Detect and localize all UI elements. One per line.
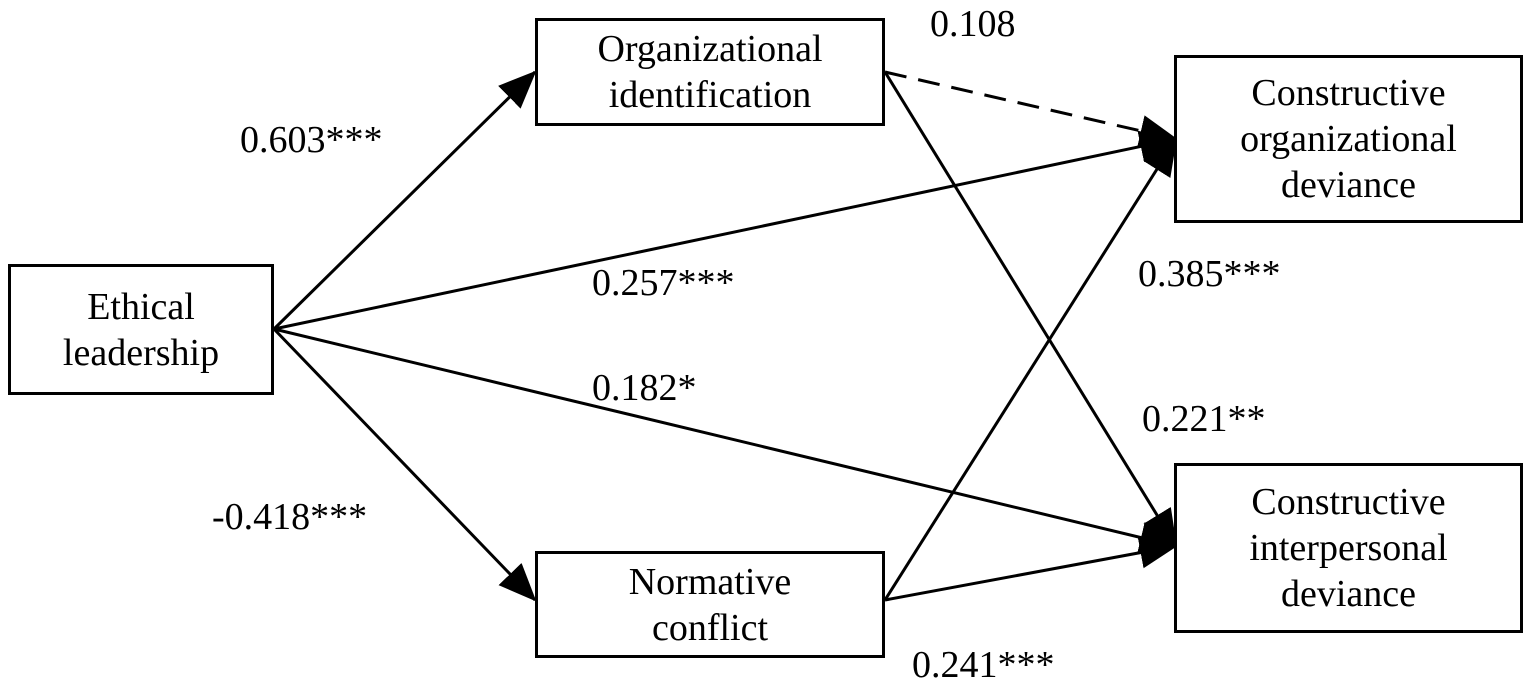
arrow-nc-to-cod [883, 137, 1178, 601]
node-label-line: identification [608, 74, 812, 116]
coef-nc-to-cid: 0.241*** [912, 644, 1055, 686]
arrow-oi-to-cod [884, 70, 1178, 147]
coef-el-to-cod: 0.257*** [592, 262, 735, 304]
coef-oi-to-cid: 0.221** [1142, 398, 1266, 440]
node-label-line: Organizational [597, 28, 823, 70]
coef-nc-to-cod: 0.385*** [1138, 253, 1281, 295]
node-organizational-identification: Organizational identification [535, 18, 885, 126]
node-constructive-organizational-deviance: Constructive organizational deviance [1174, 55, 1523, 223]
node-label-line: interpersonal [1249, 527, 1448, 569]
coef-oi-to-cod: 0.108 [930, 3, 1016, 45]
arrow-el-to-cid [273, 327, 1178, 554]
coef-el-to-oi: 0.603*** [240, 119, 383, 161]
coef-el-to-cid: 0.182* [592, 367, 697, 409]
node-label-line: organizational [1240, 118, 1457, 160]
node-label-line: Normative [628, 560, 792, 603]
arrow-nc-to-cid [884, 536, 1178, 602]
node-label-line: conflict [651, 606, 769, 649]
node-label-line: Constructive [1251, 481, 1446, 523]
node-ethical-leadership: Ethical leadership [8, 264, 274, 395]
arrow-el-to-cod [273, 130, 1178, 331]
arrow-el-to-oi [272, 70, 537, 331]
node-constructive-interpersonal-deviance: Constructive interpersonal deviance [1174, 463, 1523, 633]
node-label-line: leadership [62, 331, 220, 374]
arrow-el-to-nc [272, 327, 537, 602]
node-label-line: Ethical [87, 285, 195, 328]
coef-el-to-nc: -0.418*** [212, 496, 368, 538]
node-label-line: deviance [1280, 573, 1417, 615]
node-normative-conflict: Normative conflict [535, 551, 885, 658]
node-label-line: deviance [1280, 164, 1417, 206]
node-label-line: Constructive [1251, 72, 1446, 114]
arrow-oi-to-cid [883, 71, 1178, 548]
